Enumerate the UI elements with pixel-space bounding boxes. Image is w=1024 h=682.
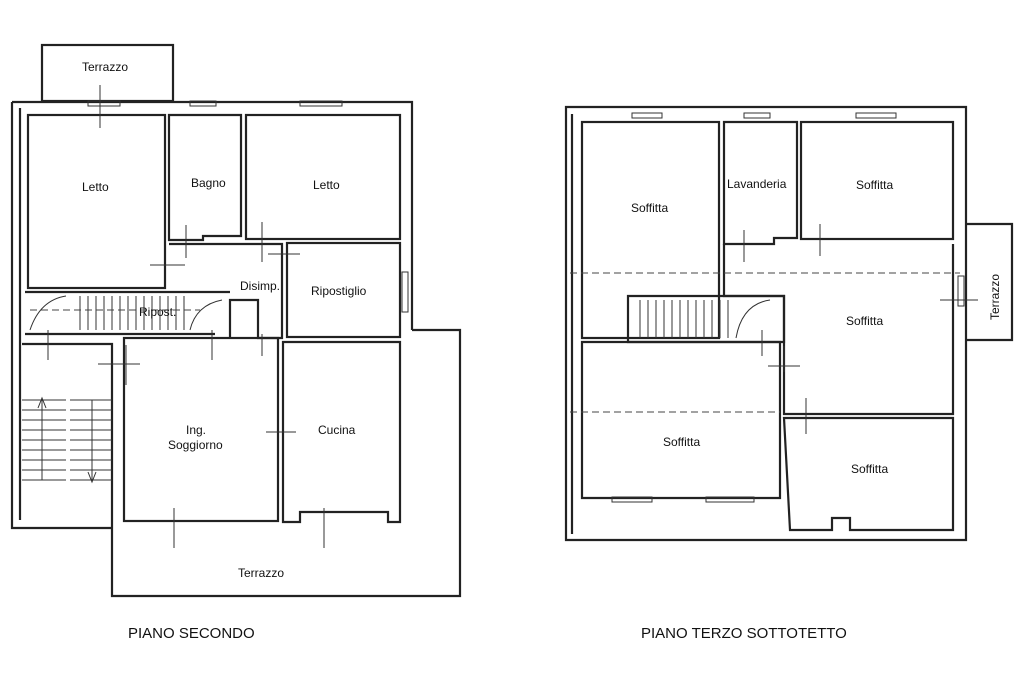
- label-disimp: Disimp.: [240, 279, 280, 293]
- window-mark: [631, 112, 663, 119]
- label-lavanderia: Lavanderia: [727, 177, 787, 191]
- stair-landing: [25, 290, 230, 336]
- window-mark: [189, 100, 217, 107]
- door-swing: [735, 299, 771, 339]
- window-mark: [957, 275, 965, 307]
- stair-outline: [626, 294, 786, 344]
- letto-right-outline: [244, 113, 402, 241]
- outer-wall: [10, 100, 462, 598]
- label-terrazzo-top: Terrazzo: [82, 60, 128, 74]
- soffitta-left-bottom-outline: [580, 340, 782, 500]
- stair-steps: [79, 296, 185, 330]
- window-mark: [855, 112, 897, 119]
- window-mark: [705, 496, 755, 503]
- floor-plan-piano-secondo: Terrazzo Letto Bagno Letto Disimp. Ripos…: [10, 43, 462, 642]
- door-markers: [47, 85, 325, 548]
- label-ripost: Ripost.: [139, 305, 176, 319]
- soffitta-right-bottom-outline: [782, 416, 955, 532]
- floor-title-piano-terzo: PIANO TERZO SOTTOTETTO: [641, 625, 847, 642]
- soffitta-right-top-outline: [799, 120, 955, 241]
- floor-title-piano-secondo: PIANO SECONDO: [128, 625, 255, 642]
- ripostiglio-outline: [285, 241, 402, 339]
- stairwell-outline: [22, 342, 114, 528]
- label-terrazzo-side: Terrazzo: [988, 274, 1002, 320]
- label-ing: Ing.: [186, 423, 206, 437]
- window-mark: [611, 496, 653, 503]
- window-mark: [743, 112, 771, 119]
- stair-arrows: [41, 400, 93, 480]
- label-letto-right: Letto: [313, 178, 340, 192]
- label-cucina: Cucina: [318, 423, 356, 437]
- stair-steps: [22, 399, 112, 481]
- label-terrazzo-bottom: Terrazzo: [238, 566, 284, 580]
- label-soffitta-left-top: Soffitta: [631, 201, 668, 215]
- label-soffitta-right-bottom: Soffitta: [851, 462, 888, 476]
- label-soffitta-center-right: Soffitta: [846, 314, 883, 328]
- soffitta-center-right-outline: [722, 244, 955, 416]
- bagno-outline: [167, 113, 243, 242]
- door-markers: [743, 224, 978, 434]
- label-soggiorno: Soggiorno: [168, 438, 223, 452]
- window-mark: [299, 100, 343, 107]
- label-letto-left: Letto: [82, 180, 109, 194]
- letto-left-outline: [26, 113, 167, 290]
- cucina-outline: [281, 340, 402, 524]
- soffitta-left-top-outline: [580, 120, 721, 340]
- soggiorno-outline: [122, 336, 280, 523]
- stair-steps: [639, 300, 729, 338]
- outer-wall: [564, 105, 968, 542]
- label-soffitta-right-top: Soffitta: [856, 178, 893, 192]
- window-mark: [401, 271, 409, 313]
- door-swing: [29, 295, 223, 331]
- window-mark: [87, 100, 121, 107]
- label-soffitta-left-bottom: Soffitta: [663, 435, 700, 449]
- stair-arrow-heads: [37, 396, 97, 484]
- label-ripostiglio: Ripostiglio: [311, 284, 367, 298]
- label-bagno: Bagno: [191, 176, 226, 190]
- floor-plan-piano-terzo: Soffitta Lavanderia Soffitta Terrazzo So…: [564, 105, 1014, 642]
- terrazzo-side-outline: [966, 222, 1014, 342]
